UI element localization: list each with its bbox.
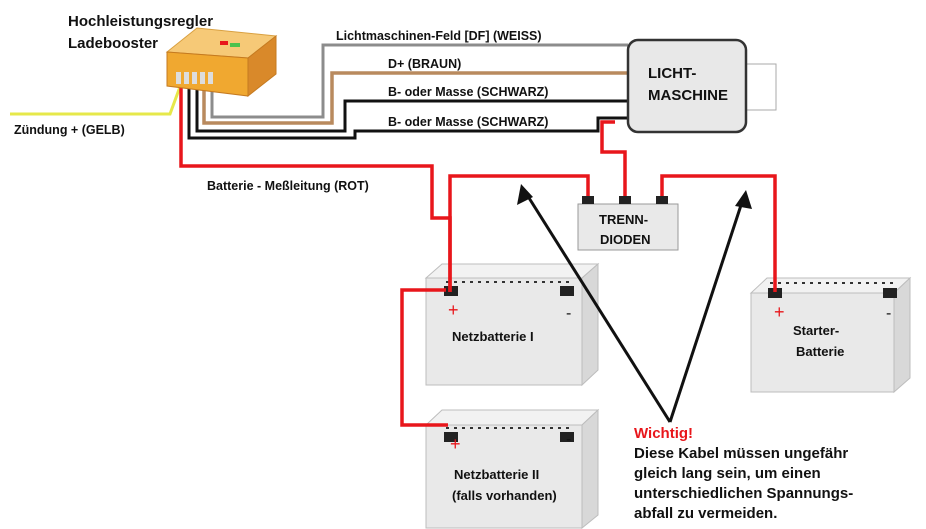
battery-starter: + - Starter- Batterie [749, 276, 912, 394]
regulator-title-line2: Ladebooster [68, 35, 158, 52]
b-minus-label-2: B- oder Masse (SCHWARZ) [388, 115, 548, 129]
note-line3: unterschiedlichen Spannungs- [634, 485, 853, 502]
battery-terminal-plus [768, 288, 782, 298]
plus-sign: + [774, 302, 785, 322]
minus-sign: - [886, 305, 891, 322]
wire-field-white [210, 43, 628, 119]
alternator: LICHT- MASCHINE [626, 38, 777, 134]
minus-sign: - [566, 431, 571, 448]
alternator-label-line1: LICHT- [648, 65, 696, 82]
battery-netzbatterie-2: + - Netzbatterie II (falls vorhanden) [424, 408, 600, 529]
wire-battery1-to-diode [448, 174, 590, 292]
diodes-label-line2: DIODEN [600, 232, 651, 247]
length-arrows [522, 189, 746, 423]
d-plus-label: D+ (BRAUN) [388, 57, 461, 71]
b-minus-label-1: B- oder Masse (SCHWARZ) [388, 85, 548, 99]
battery-terminal-minus [560, 286, 574, 296]
arrow-left-head [517, 184, 533, 205]
important-note: Wichtig! Diese Kabel müssen ungefähr gle… [634, 425, 853, 522]
arrow-right-head [735, 190, 752, 209]
alternator-pulley [745, 63, 777, 111]
isolation-diodes: TRENN- DIODEN [577, 196, 679, 251]
sense-label: Batterie - Meßleitung (ROT) [207, 179, 369, 193]
arrow-right [668, 195, 746, 423]
wire-battery-link-red [400, 288, 448, 427]
note-line1: Diese Kabel müssen ungefähr [634, 445, 848, 462]
battery-terminal-plus [444, 432, 458, 442]
minus-sign: - [566, 305, 571, 322]
battery1-label: Netzbatterie I [452, 329, 534, 344]
led-green [230, 43, 240, 47]
arrow-left [522, 189, 672, 423]
battery-terminal-minus [560, 432, 574, 442]
ignition-label: Zündung + (GELB) [14, 123, 125, 137]
starter-label-line1: Starter- [793, 323, 839, 338]
battery2-label-line2: (falls vorhanden) [452, 488, 557, 503]
plus-sign: + [448, 300, 459, 320]
diodes-label-line1: TRENN- [599, 212, 648, 227]
wire-b-minus-black-2 [187, 84, 628, 140]
wire-diode-to-starter [660, 174, 777, 292]
wire-ignition-yellow [10, 83, 183, 116]
note-line2: gleich lang sein, um einen [634, 465, 821, 482]
regulator-ladebooster [165, 27, 278, 98]
led-red [220, 41, 228, 45]
field-label: Lichtmaschinen-Feld [DF] (WEISS) [336, 29, 542, 43]
wire-b-minus-black-1 [195, 84, 628, 133]
alternator-label-line2: MASCHINE [648, 87, 728, 104]
note-heading: Wichtig! [634, 425, 693, 442]
battery-terminal-minus [883, 288, 897, 298]
regulator-title-line1: Hochleistungsregler [68, 13, 213, 30]
battery-netzbatterie-1: + - Netzbatterie I [424, 262, 600, 387]
wire-alternator-to-diode [600, 120, 627, 198]
starter-label-line2: Batterie [796, 344, 844, 359]
plus-sign: + [450, 434, 461, 454]
battery2-label-line1: Netzbatterie II [454, 467, 539, 482]
wire-d-plus-brown [202, 71, 628, 125]
note-line4: abfall zu vermeiden. [634, 505, 777, 522]
